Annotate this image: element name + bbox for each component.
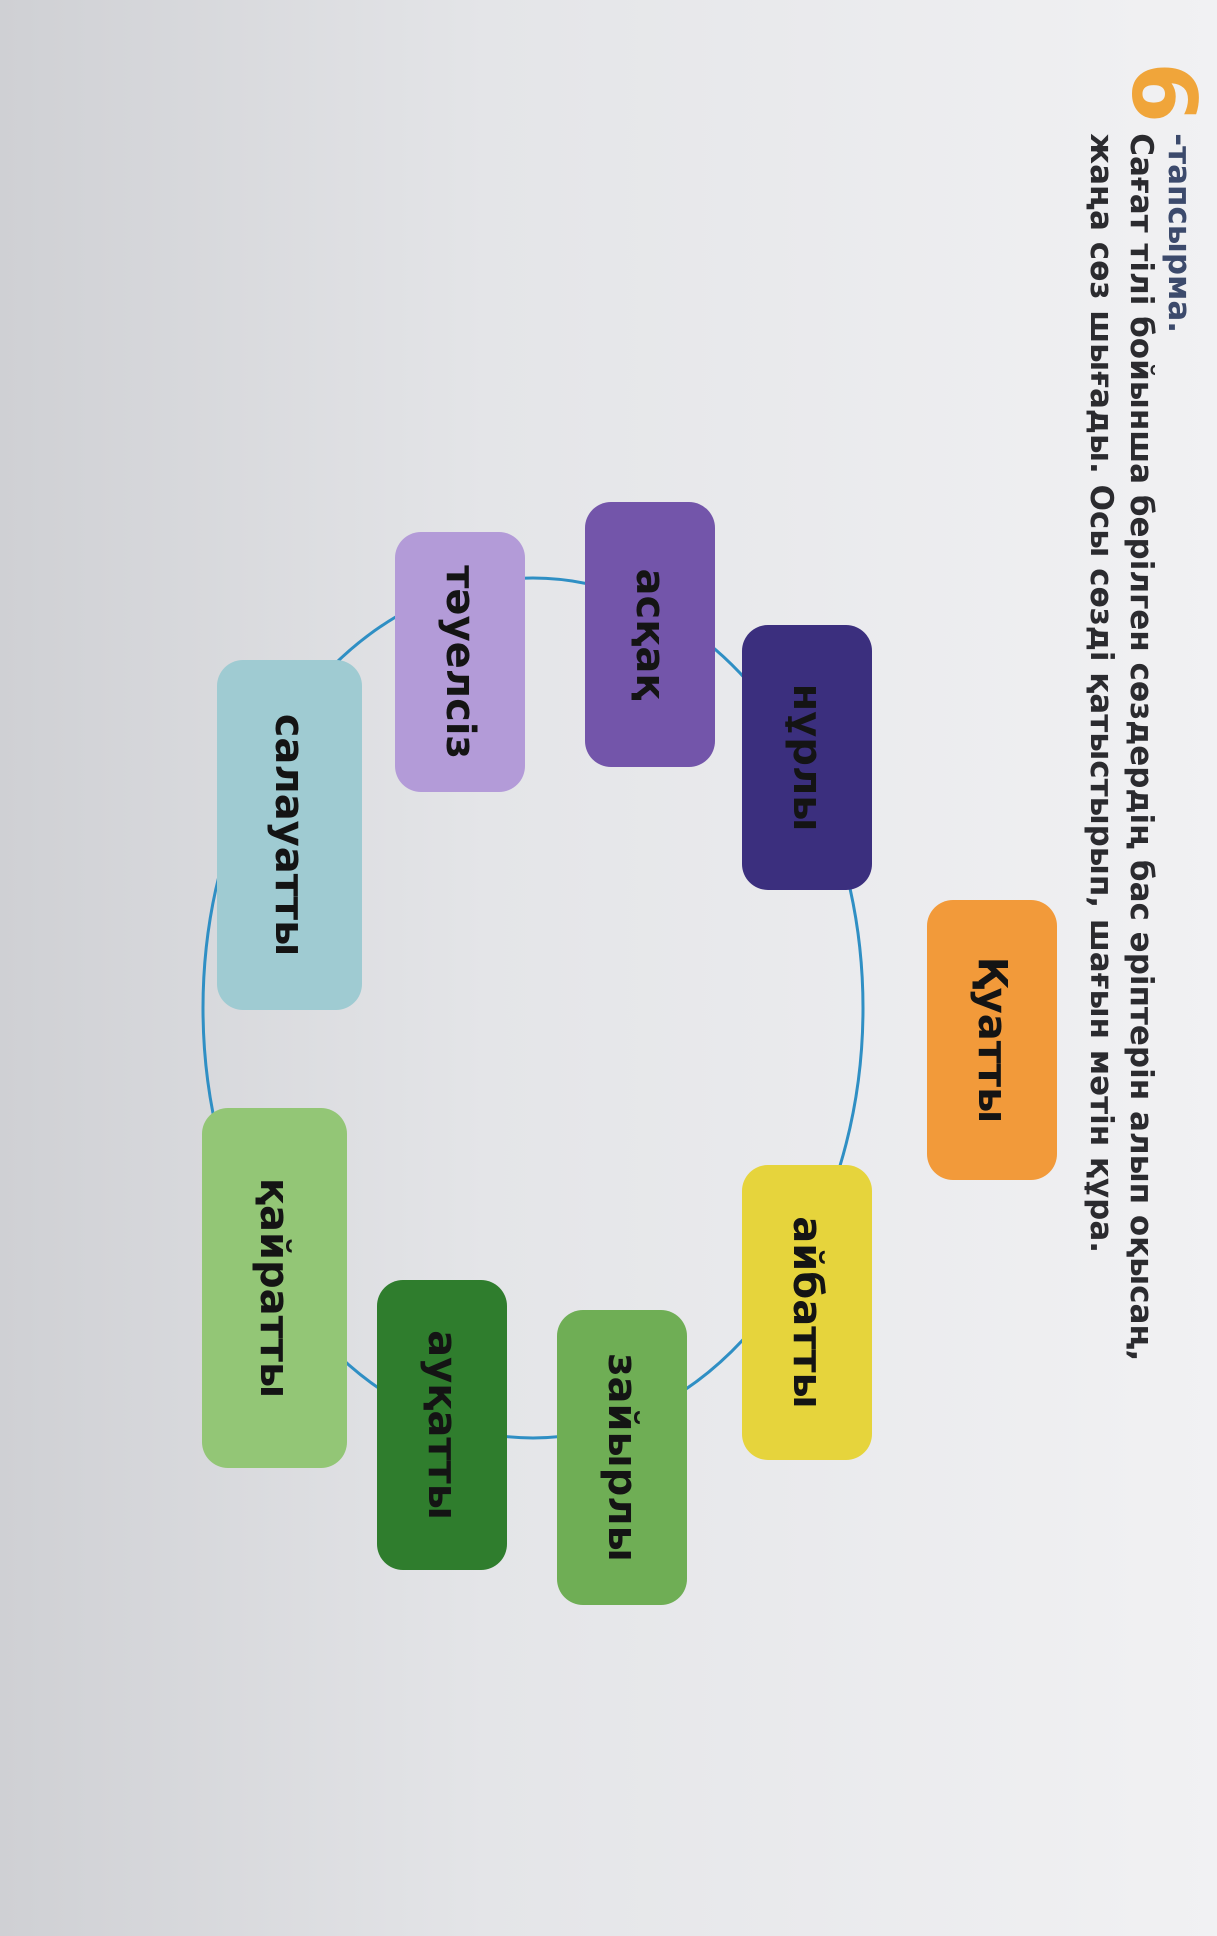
word-card-7: тәуелсіз xyxy=(395,532,525,792)
connecting-ring xyxy=(201,576,865,1440)
word-card-2: айбатты xyxy=(742,1165,872,1460)
word-card-3: зайырлы xyxy=(557,1310,687,1605)
word-card-4: ауқатты xyxy=(377,1280,507,1570)
word-card-5: қайратты xyxy=(202,1108,347,1468)
word-card-1: Қуатты xyxy=(927,900,1057,1180)
word-card-9: нұрлы xyxy=(742,625,872,890)
word-card-6: салауатты xyxy=(217,660,362,1010)
word-card-8: асқақ xyxy=(585,502,715,767)
